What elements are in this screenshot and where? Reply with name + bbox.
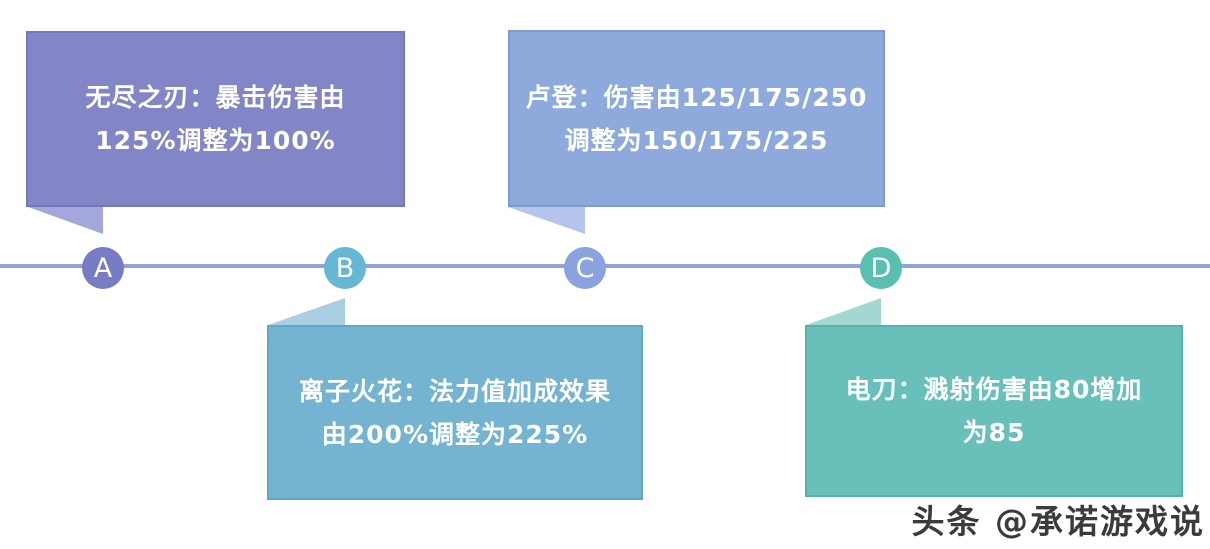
- toutiao-watermark: 头条 @承诺游戏说: [911, 502, 1205, 541]
- callout-ionic-spark: 离子火花：法力值加成效果 由200%调整为225%: [267, 325, 643, 500]
- callout-text-line: 125%调整为100%: [95, 126, 336, 155]
- timeline-node-b: B: [324, 247, 366, 289]
- callout-infinity-edge: 无尽之刃：暴击伤害由 125%调整为100%: [26, 31, 405, 207]
- callout-text-line: 为85: [962, 418, 1026, 447]
- callout-ionic-spark-text: 离子火花：法力值加成效果 由200%调整为225%: [269, 370, 641, 456]
- timeline-node-d: D: [860, 247, 902, 289]
- timeline-node-d-label: D: [870, 252, 892, 284]
- callout-text-line: 离子火花：法力值加成效果: [298, 376, 611, 406]
- timeline-node-a: A: [82, 247, 124, 289]
- callout-ludens-text: 卢登：伤害由125/175/250 调整为150/175/225: [510, 76, 883, 162]
- callout-statikk-shiv-tail: [806, 298, 881, 325]
- callout-text-line: 卢登：伤害由125/175/250: [525, 82, 868, 112]
- callout-ionic-spark-tail: [268, 298, 345, 325]
- callout-infinity-edge-text: 无尽之刃：暴击伤害由 125%调整为100%: [28, 76, 403, 162]
- callout-statikk-shiv-text: 电刀：溅射伤害由80增加 为85: [807, 368, 1181, 454]
- callout-infinity-edge-tail: [28, 207, 103, 234]
- callout-text-line: 电刀：溅射伤害由80增加: [845, 375, 1143, 404]
- timeline-node-c: C: [564, 247, 606, 289]
- callout-text-line: 调整为150/175/225: [564, 125, 829, 155]
- timeline-node-b-label: B: [335, 252, 355, 284]
- timeline-node-a-label: A: [93, 252, 113, 284]
- callout-ludens: 卢登：伤害由125/175/250 调整为150/175/225: [508, 30, 885, 207]
- timeline-node-c-label: C: [575, 252, 595, 284]
- callout-ludens-tail: [508, 207, 585, 234]
- callout-text-line: 无尽之刃：暴击伤害由: [85, 83, 346, 112]
- callout-text-line: 由200%调整为225%: [321, 419, 589, 449]
- callout-statikk-shiv: 电刀：溅射伤害由80增加 为85: [805, 325, 1183, 497]
